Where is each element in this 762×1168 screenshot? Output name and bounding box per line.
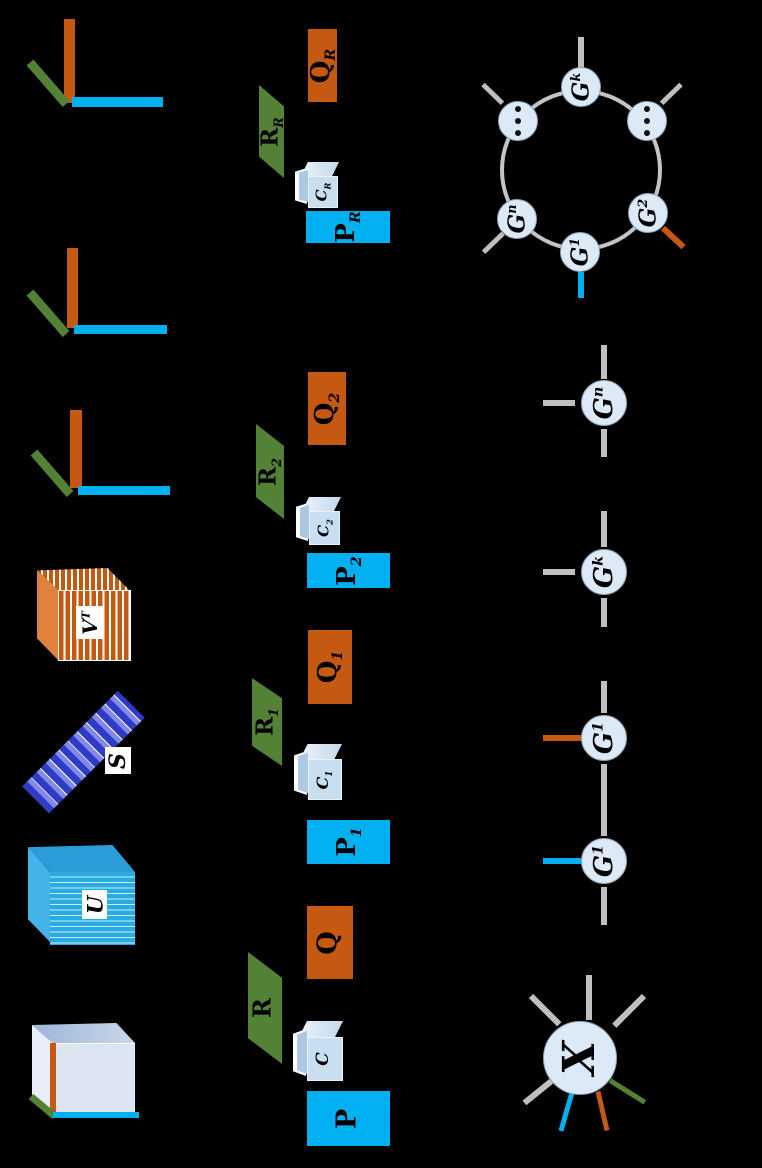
c-left-face — [299, 170, 308, 202]
s-label: S — [105, 752, 131, 769]
c-top-face — [299, 1021, 343, 1037]
chain-node-g1-orange: G1 — [581, 715, 627, 761]
ring-leg-orange — [660, 225, 686, 250]
r-matrix: RR — [259, 85, 284, 178]
vt-cube-left-face — [37, 570, 58, 660]
ring-leg-gray — [481, 231, 505, 255]
ring-leg-cyan — [578, 272, 584, 298]
axis-mode1-bar — [78, 486, 170, 495]
ring-node-gk: Gk — [561, 67, 601, 107]
chain-leg-gray — [543, 569, 575, 575]
r-matrix: R2 — [256, 424, 284, 519]
axis-mode3-bar — [30, 449, 74, 497]
x-leg-gray — [612, 993, 647, 1028]
q-matrix: QR — [305, 29, 338, 102]
c-left-face — [297, 1031, 307, 1074]
c-top-face — [302, 497, 341, 511]
axis-mode1-bar — [72, 97, 163, 107]
x-leg-orange — [595, 1090, 610, 1132]
u-cube-left-face — [28, 847, 50, 942]
chain-leg-orange — [543, 735, 581, 741]
chain-node-g1-cyan: G1 — [581, 838, 627, 884]
cube-front-face — [53, 1043, 135, 1116]
chain-bond — [601, 598, 607, 627]
q-matrix: Q1 — [308, 630, 352, 704]
c-core-cube: CR — [295, 162, 339, 210]
axis-mode1-bar — [74, 325, 167, 334]
p-matrix: P1 — [307, 820, 390, 864]
ring-leg-gray — [481, 82, 505, 106]
chain-node-gn: Gn — [581, 380, 627, 426]
vt-label-box: VT — [76, 606, 103, 639]
c-top-face — [300, 744, 342, 759]
ring-leg-gray — [659, 82, 683, 106]
c-front-face: CR — [308, 176, 338, 208]
chain-node-gk: Gk — [581, 549, 627, 595]
axis-mode2-bar — [64, 19, 75, 103]
chain-bond — [601, 887, 607, 925]
c-front-face: C — [307, 1037, 343, 1081]
chain-bond — [601, 511, 607, 547]
chain-bond — [601, 345, 607, 379]
cube-top-face — [32, 1023, 135, 1043]
c-top-face — [301, 162, 339, 176]
cube-orange-edge — [50, 1043, 56, 1116]
vt-label: VT — [77, 610, 102, 635]
q-matrix: Q — [307, 906, 353, 979]
cube-left-face — [32, 1025, 53, 1116]
c-core-cube: C2 — [296, 497, 341, 547]
ring-leg-gray — [578, 37, 584, 69]
x-leg-green — [608, 1078, 647, 1105]
c-front-face: C1 — [308, 759, 342, 800]
p-matrix: PR — [306, 211, 390, 243]
r-matrix: R1 — [252, 678, 282, 766]
chain-bond — [601, 764, 607, 836]
s-label-box: S — [105, 747, 131, 774]
u-label: U — [82, 895, 107, 914]
cube-cyan-edge — [53, 1112, 139, 1118]
ring-node-g2: G2 — [628, 193, 668, 233]
chain-leg-gray — [543, 400, 575, 406]
axis-mode3-bar — [26, 289, 70, 337]
x-node: X — [543, 1021, 617, 1095]
c-front-face: C2 — [309, 511, 340, 545]
c-left-face — [298, 753, 308, 793]
c-left-face — [300, 505, 309, 539]
p-matrix: P2 — [307, 553, 390, 588]
r-matrix: R — [248, 952, 282, 1064]
ellipsis-node — [627, 101, 667, 141]
c-core-cube: C — [293, 1021, 343, 1083]
ring-node-g1: G1 — [560, 232, 600, 272]
x-leg-gray — [586, 975, 592, 1020]
x-label: X — [554, 1040, 605, 1076]
q-matrix: Q2 — [308, 372, 346, 445]
x-leg-cyan — [558, 1091, 575, 1132]
ellipsis-node — [498, 101, 538, 141]
axis-mode2-bar — [70, 410, 82, 488]
x-leg-gray — [528, 993, 562, 1027]
axis-mode2-bar — [67, 248, 78, 328]
chain-bond — [601, 429, 607, 457]
c-core-cube: C1 — [294, 744, 342, 802]
chain-bond — [601, 681, 607, 713]
p-matrix: P — [307, 1091, 390, 1146]
ring-node-gn: Gn — [497, 199, 537, 239]
u-label-box: U — [82, 890, 107, 919]
chain-leg-cyan — [543, 858, 581, 864]
